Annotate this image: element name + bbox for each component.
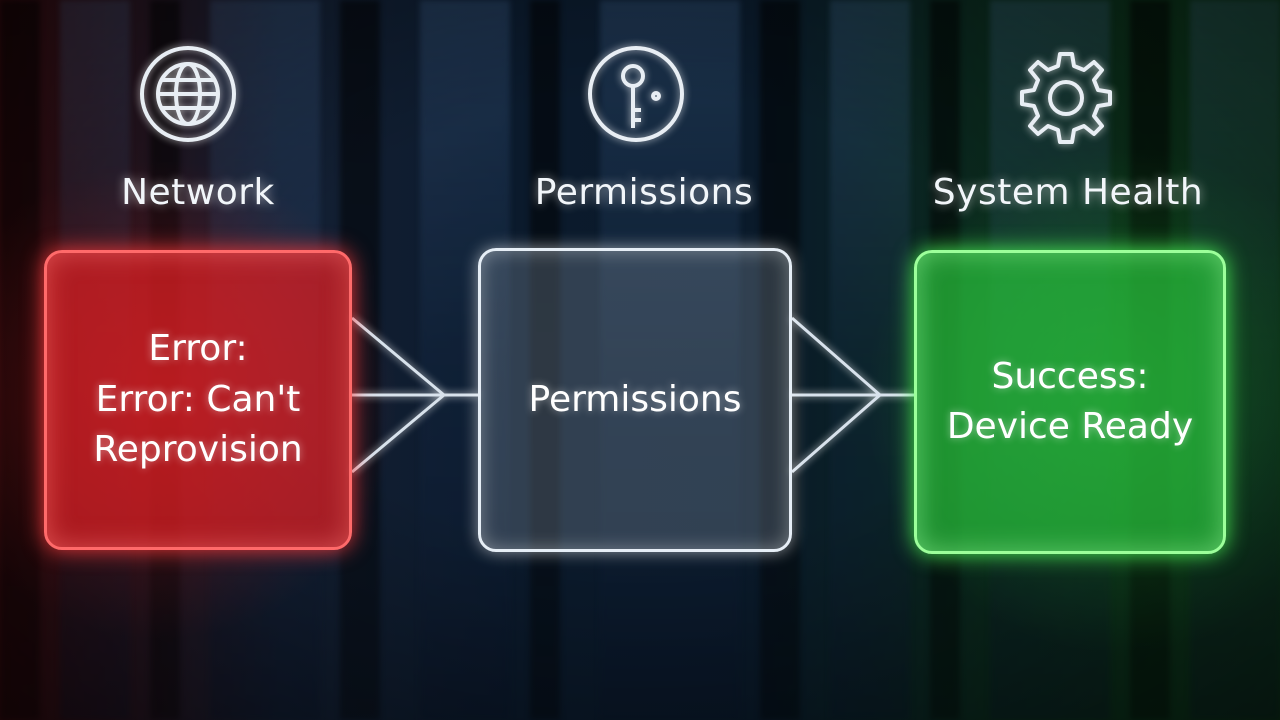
status-box-success: Success: Device Ready	[914, 250, 1226, 554]
key-icon	[586, 44, 686, 144]
column-heading-network: Network	[121, 172, 275, 213]
status-box-line: Permissions	[528, 378, 742, 420]
status-box-line: Success:	[991, 355, 1149, 397]
column-heading-permissions: Permissions	[534, 172, 754, 213]
status-box-line: Error: Can't	[95, 378, 301, 420]
connector-line	[351, 393, 445, 474]
gear-icon	[1016, 48, 1116, 148]
status-box-permissions: Permissions	[478, 248, 792, 552]
column-heading-system-health: System Health	[932, 172, 1204, 213]
connector-line	[351, 316, 445, 397]
status-box-line: Reprovision	[93, 429, 303, 471]
status-box-line: Device Ready	[946, 406, 1194, 447]
status-box-line: Error:	[148, 328, 248, 370]
connector-line	[791, 316, 881, 397]
status-box-error: Error: Error: Can't Reprovision	[44, 250, 352, 550]
connector-line	[791, 393, 881, 474]
globe-icon	[138, 44, 238, 144]
